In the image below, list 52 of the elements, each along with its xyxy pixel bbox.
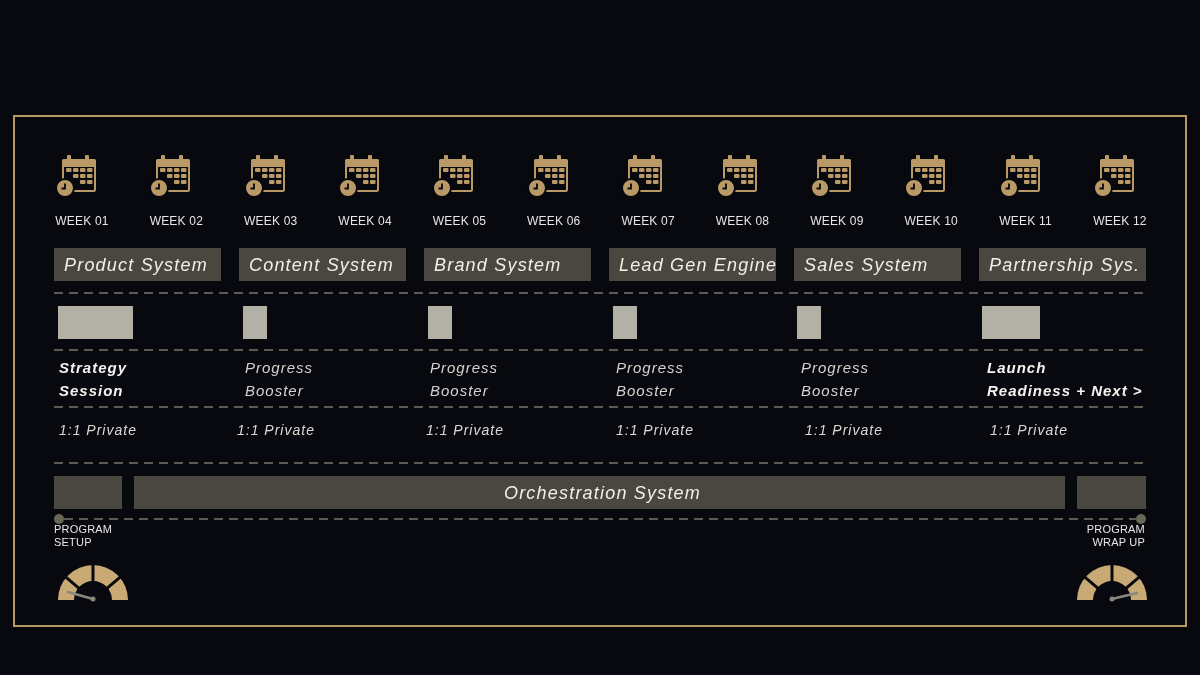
week-label: WEEK 05 <box>431 213 488 229</box>
phase-title: Partnership Sys. <box>989 253 1141 276</box>
week-label: WEEK 08 <box>714 213 771 229</box>
week-label: WEEK 06 <box>526 213 582 229</box>
phase-bar <box>54 248 221 281</box>
session-block <box>243 306 267 339</box>
milestone-label: PROGRAM SETUP <box>54 523 114 549</box>
week-label: WEEK 10 <box>903 213 959 229</box>
session-title: Progress Booster <box>801 358 871 401</box>
session-title: Progress Booster <box>430 358 500 401</box>
session-format: 1:1 Private <box>990 421 1069 439</box>
phase-bar <box>979 248 1146 281</box>
phase-title: Brand System <box>434 253 562 276</box>
milestone-dot <box>54 514 64 524</box>
session-format: 1:1 Private <box>805 421 884 439</box>
phase-bar <box>1077 476 1146 509</box>
session-title: Progress Booster <box>616 358 686 401</box>
week-label: WEEK 11 <box>998 213 1053 229</box>
session-title: Strategy Session <box>59 358 129 401</box>
week-label: WEEK 12 <box>1092 213 1148 229</box>
session-format: 1:1 Private <box>237 421 316 439</box>
session-format: 1:1 Private <box>616 421 695 439</box>
session-format: 1:1 Private <box>59 421 138 439</box>
phase-bar <box>54 476 122 509</box>
phase-bar <box>609 248 776 281</box>
timeline-line <box>63 518 1137 520</box>
session-title: Progress Booster <box>245 358 315 401</box>
phase-bar <box>794 248 961 281</box>
phase-title: Sales System <box>804 253 929 276</box>
session-block <box>613 306 637 339</box>
session-block <box>982 306 1040 339</box>
session-block <box>428 306 452 339</box>
week-label: WEEK 07 <box>620 213 676 229</box>
session-format: 1:1 Private <box>426 421 505 439</box>
week-label: WEEK 04 <box>337 213 393 229</box>
milestone-dot <box>1136 514 1146 524</box>
phase-bar <box>134 476 1065 509</box>
milestone-label: PROGRAM WRAP UP <box>1085 523 1145 549</box>
session-block <box>58 306 133 339</box>
phase-bar <box>239 248 406 281</box>
week-label: WEEK 03 <box>243 213 299 229</box>
session-title: Launch Readiness + Next > <box>987 358 1144 401</box>
phase-title: Product System <box>64 253 208 276</box>
phase-title: Content System <box>249 253 394 276</box>
phase-title: Orchestration System <box>503 481 702 504</box>
week-label: WEEK 09 <box>809 213 865 229</box>
phase-title: Lead Gen Engine <box>619 253 778 276</box>
week-label: WEEK 01 <box>54 213 110 229</box>
session-block <box>797 306 821 339</box>
week-label: WEEK 02 <box>148 213 205 229</box>
phase-bar <box>424 248 591 281</box>
timeline-frame <box>13 115 1187 627</box>
